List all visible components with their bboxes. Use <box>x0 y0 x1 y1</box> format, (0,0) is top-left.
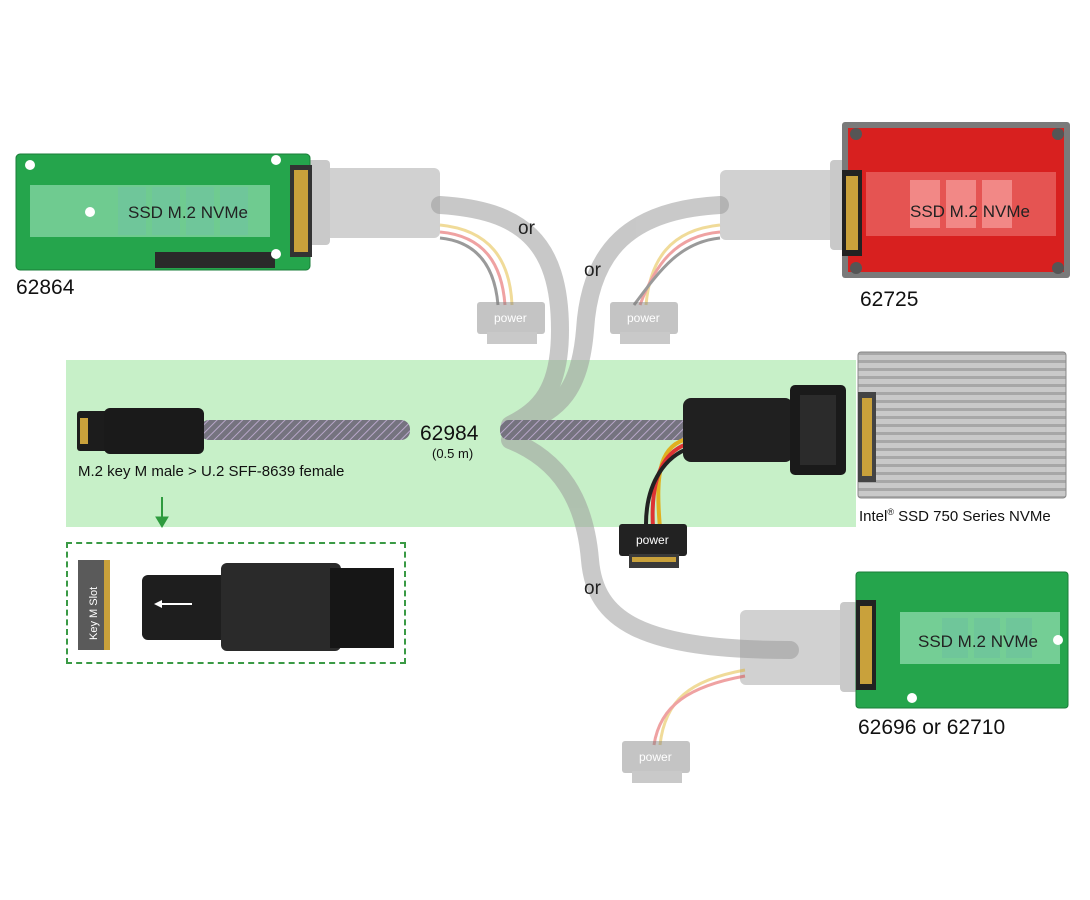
insert-arrow-icon <box>154 600 162 608</box>
drive-trademark: ® <box>887 507 894 517</box>
board-62696-62710 <box>855 571 1069 709</box>
or-label-2: or <box>584 260 601 281</box>
sku-62725: 62725 <box>860 288 919 311</box>
power-label-ghost-3: power <box>639 750 672 764</box>
zoom-detail-content <box>78 560 394 651</box>
drive-brand: Intel <box>859 508 888 525</box>
main-cable <box>77 385 846 529</box>
arrow-down <box>155 497 169 528</box>
or-label-3: or <box>584 578 601 599</box>
ssd-label-top-left: SSD M.2 NVMe <box>128 203 248 222</box>
board-62864 <box>15 153 312 271</box>
sku-62864: 62864 <box>16 276 75 299</box>
ghost-power-plugs <box>477 302 690 783</box>
ssd-label-top-right: SSD M.2 NVMe <box>910 202 1030 221</box>
key-m-slot-label-overlay: Key M Slot <box>88 586 100 640</box>
ghost-cable-top-right <box>511 196 729 434</box>
ghost-cable-top-left <box>431 196 570 434</box>
drive-name: SSD 750 Series NVMe <box>894 508 1051 525</box>
sku-62696-62710: 62696 or 62710 <box>858 716 1006 739</box>
ghost-cable-bottom <box>501 431 799 659</box>
m2-slot <box>78 560 106 650</box>
ssd-label-bottom-right: SSD M.2 NVMe <box>918 632 1038 651</box>
cable-length: (0.5 m) <box>432 446 474 461</box>
drive-label: Intel® SSD 750 Series NVMe <box>859 507 1051 525</box>
power-label-ghost-2: power <box>627 311 660 325</box>
ghost-power-wires <box>439 223 746 746</box>
cable-sku: 62984 <box>420 422 479 445</box>
cable-description: M.2 key M male > U.2 SFF-8639 female <box>78 463 345 480</box>
power-plug <box>619 524 687 568</box>
board-62725 <box>842 122 1070 278</box>
power-label-ghost-1: power <box>494 311 527 325</box>
intel-ssd-drive <box>857 351 1067 499</box>
ghost-cables <box>431 196 799 659</box>
power-label-main: power <box>636 533 669 547</box>
or-label-1: or <box>518 218 535 239</box>
